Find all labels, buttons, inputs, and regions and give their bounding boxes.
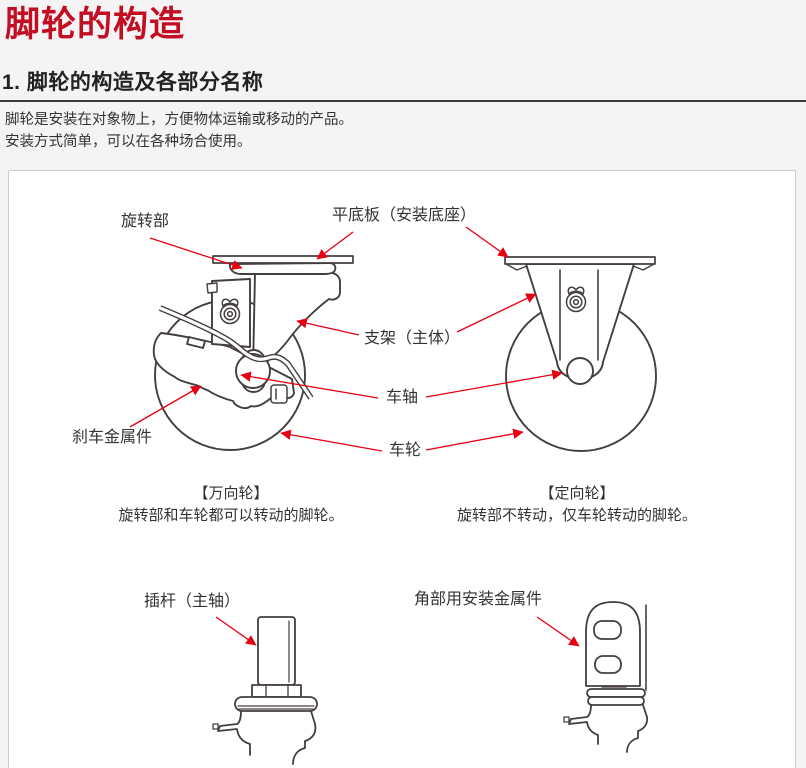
leader-arrows	[129, 226, 580, 647]
hub-shape	[566, 357, 594, 385]
plate-flange-lines	[505, 263, 655, 271]
fork-inner-lines	[559, 269, 599, 361]
intro-line-2: 安装方式简单，可以在各种场合使用。	[5, 134, 252, 150]
label-wheel: 车轮	[389, 442, 422, 459]
heading-divider	[0, 100, 806, 102]
stem-base-shape	[234, 696, 318, 712]
fitting-body-left	[568, 704, 599, 745]
arrow-axle-right	[425, 369, 563, 398]
fitting-lever-tip	[563, 716, 570, 723]
caption-rigid-caster-name: 【定向轮】	[539, 485, 615, 502]
stem-collar-lines	[265, 684, 289, 698]
stem-body-right	[292, 710, 317, 765]
fitting-slot-top	[593, 620, 622, 640]
arrow-wheel-right	[425, 428, 524, 451]
arrow-wheel-left	[280, 429, 383, 452]
brake-lever-inner	[159, 306, 313, 399]
arrow-swivel-part	[149, 237, 243, 270]
stem-lever-tip	[212, 723, 219, 730]
label-mounting-plate: 平底板（安装底座）	[332, 207, 477, 224]
swivel-caster-drawing	[152, 255, 354, 451]
swivel-section-shape	[229, 262, 337, 275]
label-corner-fitting: 角部用安装金属件	[414, 591, 543, 608]
rigid-caster-drawing	[504, 256, 657, 452]
intro-line-1: 脚轮是安装在对象物上，方便物体运输或移动的产品。	[5, 112, 353, 128]
arrow-bracket-right	[456, 293, 537, 333]
stem-body-left	[217, 710, 251, 756]
caption-swivel-caster-name: 【万向轮】	[193, 485, 269, 502]
label-bracket: 支架（主体）	[364, 330, 461, 347]
fitting-body-right	[626, 704, 649, 753]
caption-swivel-caster-description: 旋转部和车轮都可以转动的脚轮。	[118, 507, 344, 524]
caption-rigid-caster: 【定向轮】 旋转部不转动，仅车轮转动的脚轮。	[415, 485, 739, 525]
bracket-tab-shape	[206, 282, 218, 294]
fitting-ring-2	[587, 696, 645, 706]
arrow-brake	[129, 385, 202, 428]
stem-drawing	[212, 616, 318, 765]
diagram-panel: 旋转部 平底板（安装底座） 支架（主体） 车轴 车轮 刹车金属件 插杆（主轴） …	[8, 170, 796, 768]
arrow-plate-right	[465, 226, 509, 258]
arrow-corner-fitting	[536, 616, 580, 647]
arrow-bracket-left	[296, 318, 360, 336]
arrow-stem	[215, 616, 257, 646]
top-plate-shape	[212, 255, 354, 264]
label-axle: 车轴	[386, 389, 419, 406]
arrow-plate-left	[316, 231, 354, 260]
caption-rigid-caster-description: 旋转部不转动，仅车轮转动的脚轮。	[456, 507, 697, 524]
fitting-slot-bottom	[594, 655, 622, 674]
label-stem: 插杆（主轴）	[144, 593, 241, 610]
caption-swivel-caster: 【万向轮】 旋转部和车轮都可以转动的脚轮。	[69, 485, 393, 525]
corner-fitting-drawing	[563, 601, 649, 753]
stem-base-lines	[237, 705, 315, 710]
intro-text: 脚轮是安装在对象物上，方便物体运输或移动的产品。 安装方式简单，可以在各种场合使…	[5, 109, 353, 153]
label-brake-fitting: 刹车金属件	[72, 429, 153, 446]
section-heading: 1. 脚轮的构造及各部分名称	[2, 71, 264, 94]
top-plate-shape	[504, 256, 656, 265]
arrow-axle-left	[240, 371, 379, 399]
bracket-side-shape	[211, 278, 251, 348]
stem-collar-shape	[251, 684, 302, 698]
page-title: 脚轮的构造	[5, 5, 186, 44]
fitting-mark-shape	[270, 384, 288, 404]
fitting-ring-1	[586, 688, 646, 698]
brake-tab-shape	[186, 336, 206, 349]
caster-line-art	[129, 226, 657, 765]
label-swivel-part: 旋转部	[121, 213, 170, 230]
